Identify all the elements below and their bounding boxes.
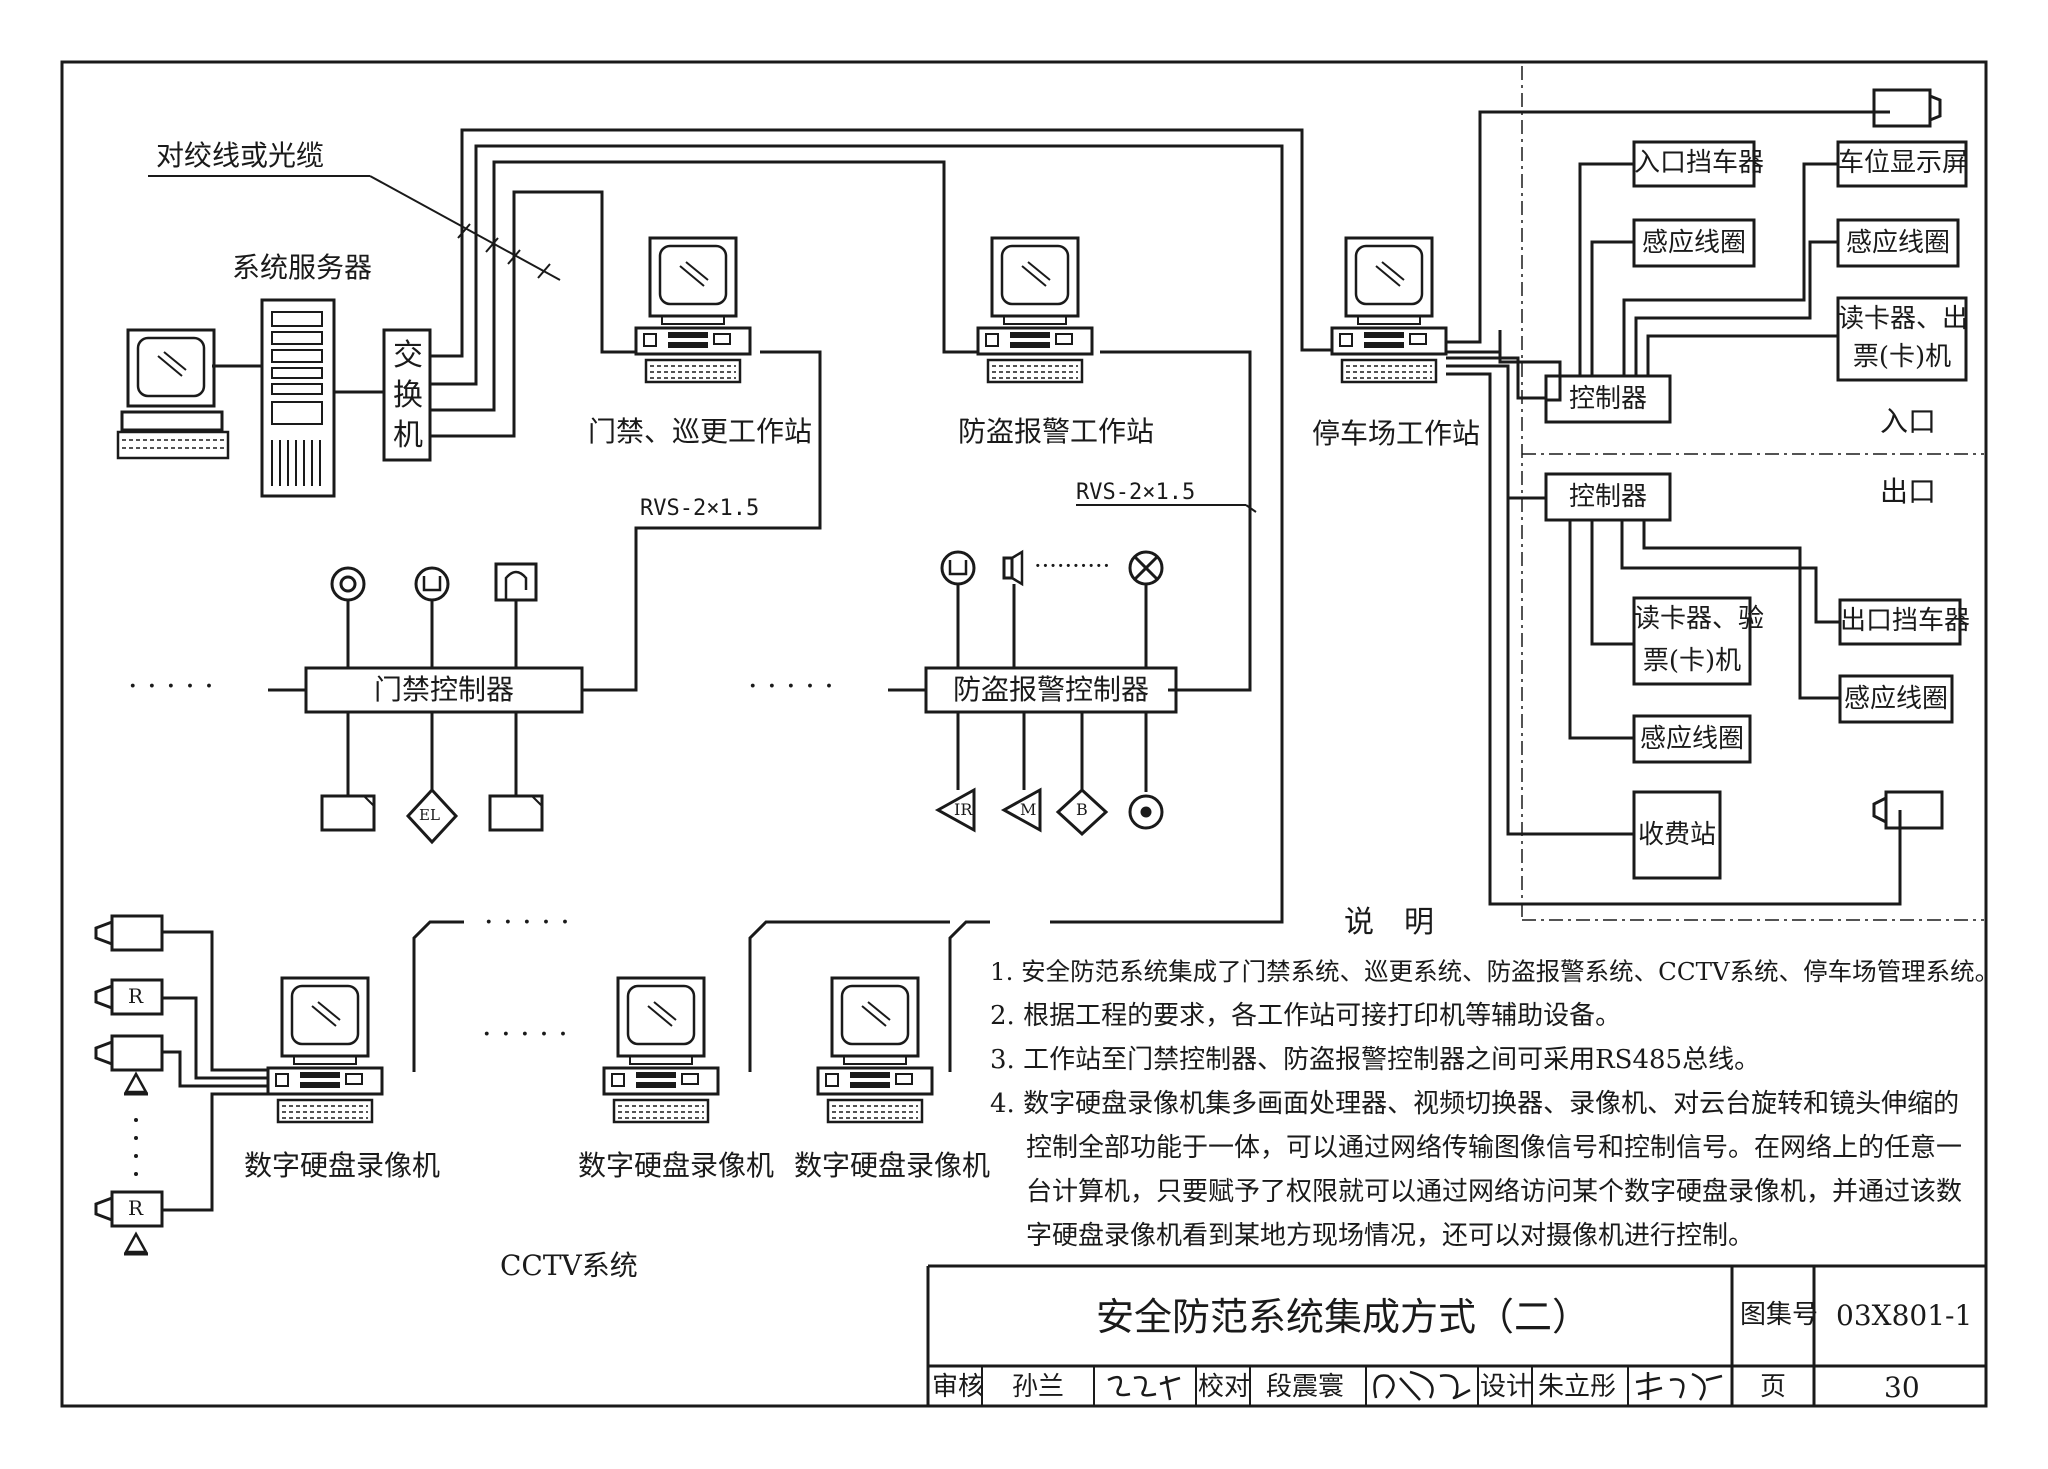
cctv-dots-top: · · · · · — [484, 905, 570, 940]
cctv-camera-1 — [94, 914, 164, 952]
parking-camera-2 — [1872, 790, 1944, 830]
dvr1-label: 数字硬盘录像机 — [244, 1149, 441, 1182]
lock-symbol-1 — [320, 794, 376, 832]
notes-block: 1. 安全防范系统集成了门禁系统、巡更系统、防盗报警系统、CCTV系统、停车场管… — [990, 950, 2000, 1258]
lock-symbol-2 — [488, 794, 544, 832]
microwave-detector-symbol — [1000, 787, 1042, 833]
note-4d: 字硬盘录像机看到某地方现场情况，还可以对摄像机进行控制。 — [1026, 1221, 1755, 1251]
exit-barrier-label: 出口挡车器 — [1840, 606, 1971, 636]
b-symbol-text: B — [1076, 800, 1088, 819]
access-workstation-pc — [634, 236, 752, 384]
alarm-workstation-pc — [976, 236, 1094, 384]
tripod-icon-1 — [122, 1072, 150, 1096]
note-3: 3. 工作站至门禁控制器、防盗报警控制器之间可采用RS485总线。 — [990, 1045, 1761, 1075]
exit-loop-label: 感应线圈 — [1843, 684, 1948, 714]
note-1: 1. 安全防范系统集成了门禁系统、巡更系统、防盗报警系统、CCTV系统、停车场管… — [990, 957, 2000, 986]
drawing-title: 安全防范系统集成方式（二） — [1096, 1295, 1591, 1339]
strobe-symbol — [1128, 550, 1164, 586]
page-label: 页 — [1760, 1372, 1787, 1402]
access-controller-label: 门禁控制器 — [373, 673, 514, 706]
parking-workstation-label: 停车场工作站 — [1312, 417, 1481, 450]
loop2-label: 感应线圈 — [1845, 228, 1950, 258]
tripod-icon-2 — [122, 1232, 150, 1256]
exit-label: 出口 — [1880, 475, 1937, 508]
alarm-workstation-label: 防盗报警工作站 — [958, 415, 1155, 448]
dvr2-label: 数字硬盘录像机 — [578, 1149, 775, 1182]
glass-break-symbol — [1055, 787, 1109, 837]
access-workstation-label: 门禁、巡更工作站 — [588, 415, 813, 448]
entry-controller-label: 控制器 — [1568, 384, 1647, 414]
reader-out-box — [1632, 596, 1752, 686]
atlas-number: 03X801-1 — [1836, 1299, 1973, 1332]
reader-in-box — [1836, 296, 1968, 382]
loop-out2-label: 感应线圈 — [1639, 724, 1744, 754]
server-monitor — [116, 328, 230, 460]
entry-barrier-label: 入口挡车器 — [1634, 148, 1765, 178]
alarm-dots-top: ·········· — [1034, 552, 1111, 580]
switch-label: 交换机 — [393, 338, 423, 453]
check-label: 校对 — [1198, 1372, 1251, 1402]
r-symbol-text-1: R — [128, 984, 144, 1008]
dvr3-label: 数字硬盘录像机 — [794, 1149, 991, 1182]
dvr1-pc — [266, 976, 384, 1124]
entry-loop-label: 感应线圈 — [1641, 228, 1746, 258]
dvr3-pc — [816, 976, 934, 1124]
design-label: 设计 — [1480, 1372, 1533, 1402]
access-dots: · · · · · — [128, 669, 214, 704]
checker-name: 段震寰 — [1266, 1372, 1345, 1402]
r-symbol-text-2: R — [128, 1196, 144, 1220]
rvs-label-1: RVS-2×1.5 — [640, 496, 760, 521]
reader-in-label-1: 读卡器、出 — [1838, 304, 1969, 334]
exit-controller-label: 控制器 — [1568, 482, 1647, 512]
signature-designer — [1635, 1372, 1723, 1401]
note-4c: 台计算机，只要赋予了权限就可以通过网络访问某个数字硬盘录像机，并通过该数 — [1026, 1177, 1963, 1207]
el-lock-symbol — [405, 787, 459, 845]
switch-box — [382, 328, 432, 462]
reader-in-label-2: 票(卡)机 — [1852, 342, 1952, 372]
alarm-button-symbol — [940, 550, 976, 586]
alarm-controller-label: 防盗报警控制器 — [952, 673, 1149, 706]
smoke-detector-symbol — [1128, 794, 1164, 830]
twisted-pair-label: 对绞线或光缆 — [156, 139, 325, 172]
signature-reviewer — [1107, 1375, 1181, 1401]
atlas-label: 图集号 — [1740, 1300, 1819, 1330]
siren-symbol — [1002, 549, 1024, 587]
server-tower — [260, 298, 336, 498]
cctv-camera-2 — [94, 1034, 164, 1072]
parking-workstation-pc — [1330, 236, 1448, 384]
toll-label: 收费站 — [1637, 820, 1716, 850]
note-4a: 4. 数字硬盘录像机集多画面处理器、视频切换器、录像机、对云台旋转和镜头伸缩的 — [990, 1089, 1960, 1119]
note-2: 2. 根据工程的要求，各工作站可接打印机等辅助设备。 — [990, 1001, 1622, 1031]
dvr2-pc — [602, 976, 720, 1124]
ir-detector-symbol — [934, 787, 976, 833]
alarm-dots: · · · · · — [748, 669, 834, 704]
entrance-label: 入口 — [1880, 405, 1937, 438]
cctv-dots-mid: · · · · · — [482, 1017, 568, 1052]
reviewer-name: 孙兰 — [1012, 1372, 1065, 1402]
display-label: 车位显示屏 — [1838, 148, 1969, 178]
review-label: 审核 — [932, 1372, 985, 1402]
toll-box — [1632, 790, 1722, 880]
designer-name: 朱立彤 — [1538, 1372, 1617, 1402]
ir-symbol-text: IR — [954, 800, 973, 819]
reader-out-label-2: 票(卡)机 — [1642, 646, 1742, 676]
cctv-system-label: CCTV系统 — [500, 1249, 638, 1282]
parking-camera-1 — [1872, 88, 1942, 128]
reader-out-label-1: 读卡器、验 — [1634, 604, 1765, 634]
button-symbol — [414, 566, 450, 602]
page-number: 30 — [1884, 1371, 1920, 1404]
door-contact-symbol — [494, 562, 538, 602]
el-symbol-text: EL — [419, 806, 440, 824]
m-symbol-text: M — [1020, 800, 1037, 819]
reader-symbol — [330, 566, 366, 602]
cctv-camera-r1 — [94, 978, 164, 1016]
notes-title: 说 明 — [1344, 905, 1434, 940]
cctv-camera-r2 — [94, 1190, 164, 1228]
entry-controller-box — [1544, 374, 1672, 424]
rvs-label-2: RVS-2×1.5 — [1076, 480, 1196, 505]
signature-checker — [1373, 1370, 1471, 1401]
note-4b: 控制全部功能于一体，可以通过网络传输图像信号和控制信号。在网络上的任意一 — [1026, 1133, 1963, 1163]
system-server-label: 系统服务器 — [232, 251, 373, 284]
